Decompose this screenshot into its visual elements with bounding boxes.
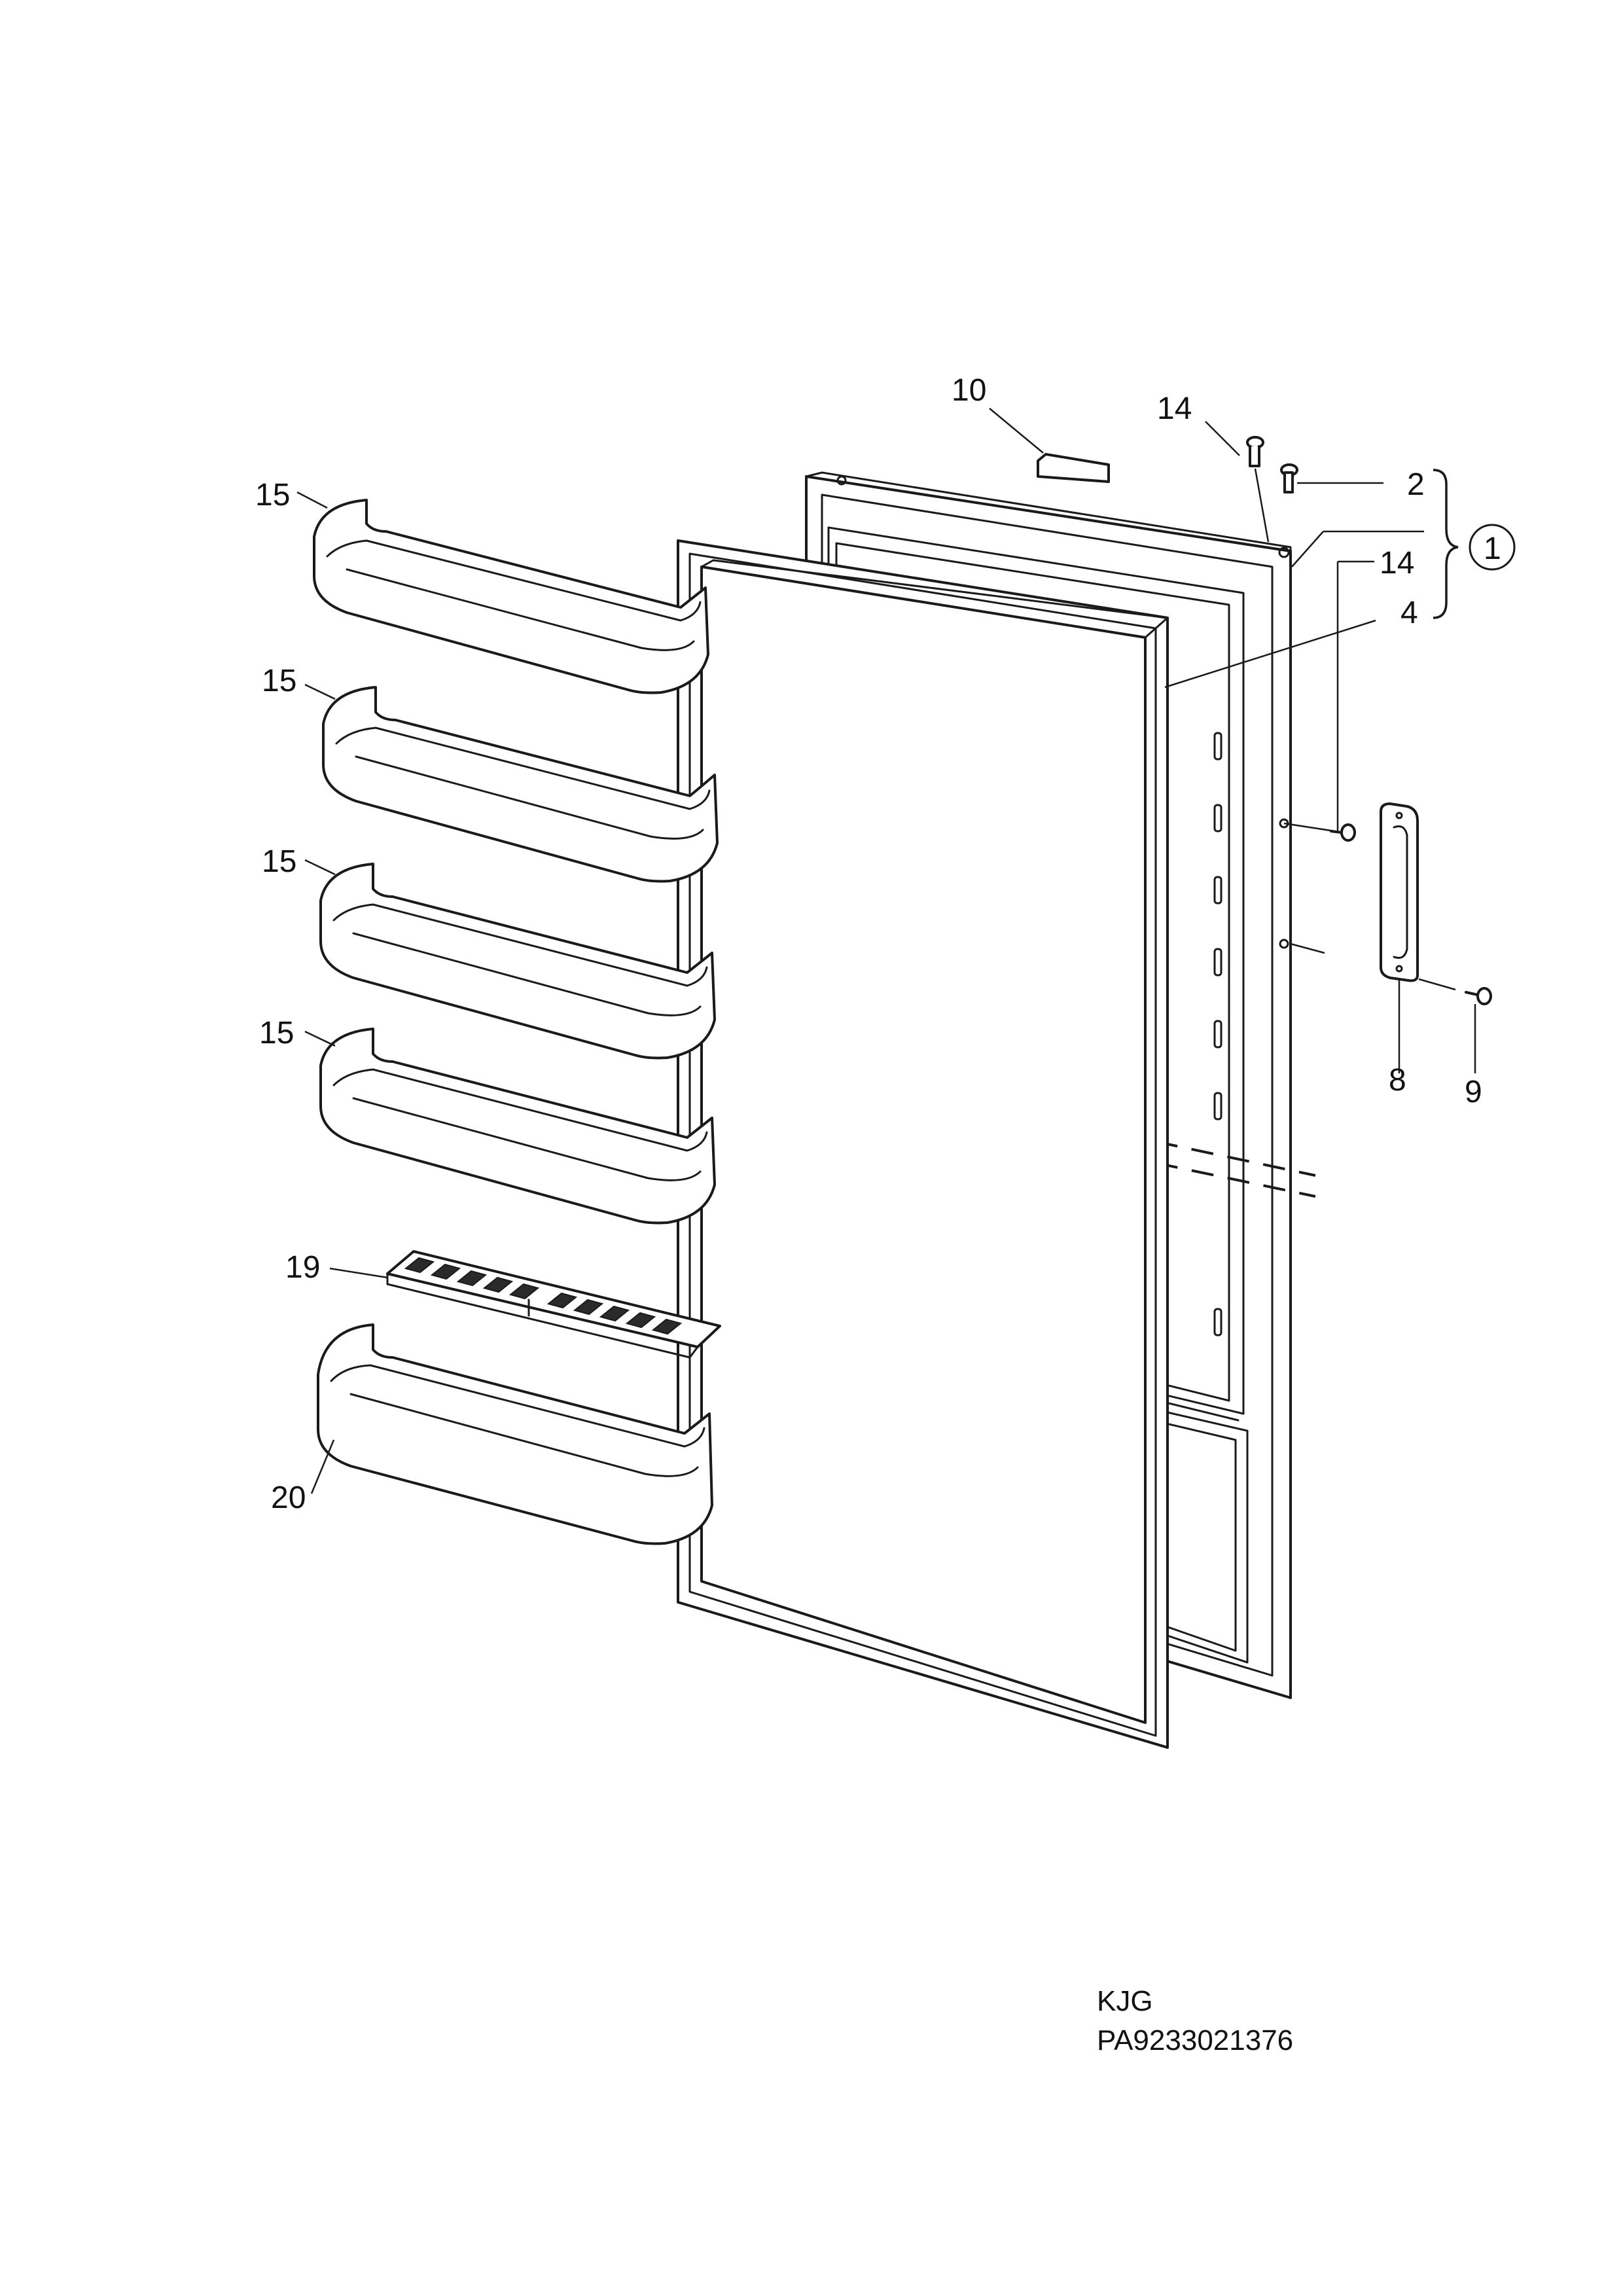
callout-labels: 10 14 2 1 14 4 8 9 15 15 15 15 19 20 — [255, 373, 1501, 1515]
callout-shelf-2: 15 — [262, 664, 296, 698]
callout-shelf-1: 15 — [255, 478, 290, 512]
door-handle — [1380, 802, 1419, 982]
door-shelf-2 — [322, 686, 719, 883]
callout-bottom-shelf: 20 — [271, 1480, 306, 1515]
hinge-pin — [1246, 436, 1264, 467]
top-cover — [1037, 453, 1110, 483]
footer-code: KJG — [1097, 1985, 1153, 2017]
door-shelf-3 — [319, 863, 716, 1060]
callout-screw-top: 2 — [1407, 467, 1425, 502]
bottom-shelf — [317, 1323, 713, 1545]
callout-gasket: 4 — [1400, 596, 1418, 630]
callout-shelf-4: 15 — [259, 1016, 294, 1050]
shelf-grid — [386, 1250, 721, 1359]
handle-screw — [1465, 987, 1492, 1005]
top-screw — [1280, 463, 1298, 493]
footer-part-number: PA9233021376 — [1097, 2024, 1294, 2056]
callout-pin-right: 14 — [1380, 546, 1414, 581]
leader-lines — [296, 408, 1516, 1494]
callout-cover: 10 — [952, 373, 986, 408]
callout-grid: 19 — [285, 1250, 320, 1285]
door-shelf-4 — [319, 1028, 716, 1225]
callout-frame: 1 — [1484, 531, 1501, 566]
callout-handle: 8 — [1389, 1063, 1406, 1098]
callout-hinge-pin: 14 — [1157, 391, 1192, 426]
callout-handle-screw: 9 — [1465, 1075, 1482, 1109]
door-shelf-1 — [313, 499, 709, 694]
handle-pin — [1330, 823, 1356, 842]
callout-shelf-3: 15 — [262, 844, 296, 879]
door-gasket — [677, 539, 1169, 1749]
